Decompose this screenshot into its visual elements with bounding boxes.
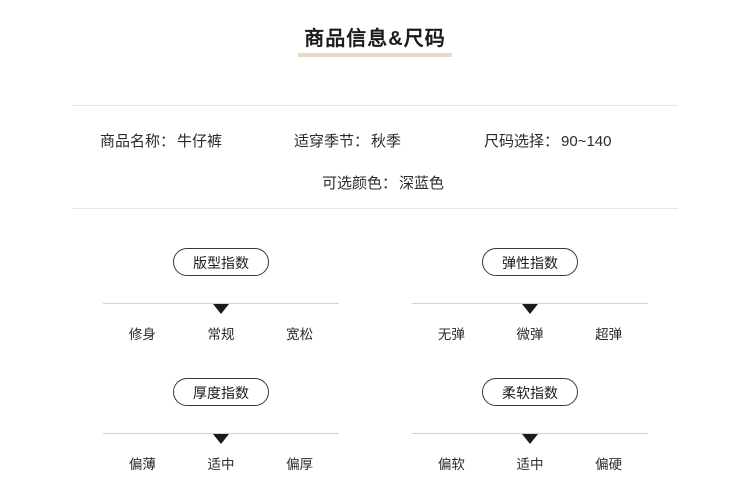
index-title-fit: 版型指数 [173,248,269,276]
info-item-season: 适穿季节： 秋季 [294,130,484,151]
index-marker-elasticity [522,304,538,314]
index-group-softness: 柔软指数 偏软 适中 偏硬 [412,378,648,473]
index-option: 修身 [128,327,156,342]
index-option: 微弹 [516,327,544,342]
info-item-color: 可选颜色： 深蓝色 [72,172,678,193]
index-labels-thickness: 偏薄 适中 偏厚 [103,453,339,473]
page-title: 商品信息&尺码 [298,22,452,57]
info-label: 可选颜色： [321,175,397,192]
index-option: 适中 [516,457,544,472]
divider-top [72,105,678,106]
index-group-thickness: 厚度指数 偏薄 适中 偏厚 [103,378,339,473]
index-marker-thickness [213,434,229,444]
index-option: 适中 [207,457,235,472]
page-title-wrap: 商品信息&尺码 [0,22,750,57]
index-option: 超弹 [595,327,623,342]
index-labels-fit: 修身 常规 宽松 [103,323,339,343]
info-item-size: 尺码选择： 90~140 [484,130,678,151]
index-title-softness: 柔软指数 [482,378,578,406]
info-label: 适穿季节： [294,133,370,150]
index-option: 常规 [207,327,235,342]
index-scale-elasticity [412,303,648,314]
index-title-elasticity: 弹性指数 [482,248,578,276]
index-scale-thickness [103,433,339,444]
info-value: 秋季 [371,133,402,150]
index-option: 无弹 [437,327,465,342]
index-title-thickness: 厚度指数 [173,378,269,406]
index-option: 偏软 [437,457,465,472]
index-option: 偏厚 [286,457,314,472]
index-marker-fit [213,304,229,314]
index-group-elasticity: 弹性指数 无弹 微弹 超弹 [412,248,648,343]
info-label: 商品名称： [100,133,176,150]
info-value: 牛仔裤 [177,133,223,150]
page-title-text: 商品信息&尺码 [304,28,446,50]
index-scale-softness [412,433,648,444]
index-labels-softness: 偏软 适中 偏硬 [412,453,648,473]
index-option: 偏硬 [595,457,623,472]
info-row-2: 可选颜色： 深蓝色 [72,172,678,193]
index-option: 宽松 [286,327,314,342]
info-item-product-name: 商品名称： 牛仔裤 [72,130,294,151]
index-marker-softness [522,434,538,444]
info-label: 尺码选择： [484,133,560,150]
index-option: 偏薄 [128,457,156,472]
info-value: 90~140 [561,133,612,150]
divider-bottom [72,208,678,209]
index-group-fit: 版型指数 修身 常规 宽松 [103,248,339,343]
info-row-1: 商品名称： 牛仔裤 适穿季节： 秋季 尺码选择： 90~140 [72,130,678,151]
index-labels-elasticity: 无弹 微弹 超弹 [412,323,648,343]
info-value: 深蓝色 [399,175,445,192]
title-underline [298,53,452,57]
index-scale-fit [103,303,339,314]
